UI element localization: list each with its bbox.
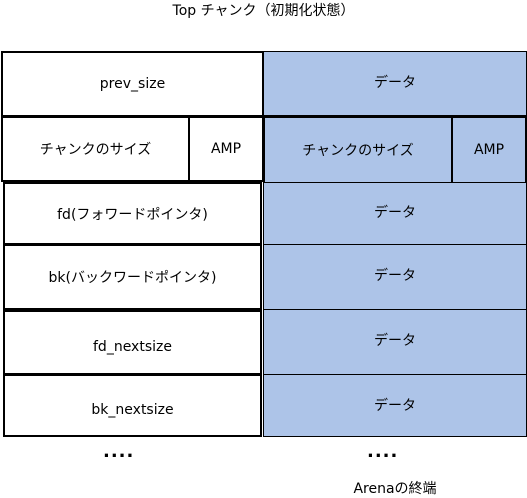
fd-nextsize-field: fd_nextsize [3,310,262,375]
data-label-2: データ [374,205,416,221]
data-label-4: データ [374,333,416,349]
prev-size-field: prev_size [1,51,264,117]
data-field-4: データ [263,309,527,375]
data-label-5: データ [374,398,416,414]
right-amp-field: AMP [451,116,527,184]
fd-field: fd(フォワードポインタ) [3,182,262,245]
right-chunk-size-field: チャンクのサイズ [263,116,453,184]
data-field-5: データ [263,374,527,437]
data-label-3: データ [374,268,416,284]
bk-field: bk(バックワードポインタ) [3,244,262,310]
chunk-size-label: チャンクのサイズ [39,142,152,158]
fd-nextsize-label: fd_nextsize [93,338,172,355]
data-field-2: データ [263,182,527,245]
data-field-1: データ [263,51,527,117]
fd-label: fd(フォワードポインタ) [57,206,208,223]
arena-end-label: Arenaの終端 [353,481,437,497]
left-ellipsis: .... [103,441,135,462]
prev-size-label: prev_size [99,76,166,92]
chunk-size-field: チャンクのサイズ [1,116,190,182]
amp-field: AMP [188,116,264,182]
bk-nextsize-field: bk_nextsize [3,374,262,437]
right-chunk-size-label: チャンクのサイズ [302,143,414,159]
diagram-title: Top チャンク（初期化状態） [172,3,355,19]
right-ellipsis: .... [367,441,399,462]
amp-label: AMP [210,141,242,157]
right-amp-label: AMP [473,142,505,158]
data-field-3: データ [263,244,527,310]
data-label-1: データ [374,75,416,91]
bk-nextsize-label: bk_nextsize [91,401,174,418]
bk-label: bk(バックワードポインタ) [48,270,217,286]
